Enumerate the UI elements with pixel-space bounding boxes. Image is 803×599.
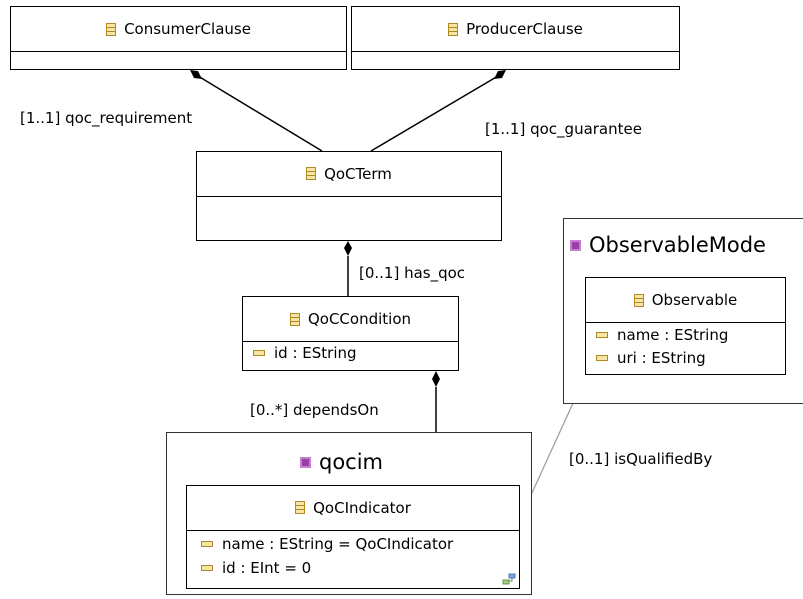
class-divider bbox=[243, 341, 458, 342]
class-header: QoCCondition bbox=[243, 297, 458, 341]
attribute-text: name : EString bbox=[617, 326, 729, 344]
eclass-icon bbox=[633, 293, 644, 307]
consumer-clause-class[interactable]: ConsumerClause bbox=[10, 6, 347, 70]
attribute-text: id : EInt = 0 bbox=[222, 559, 312, 577]
class-name: QoCTerm bbox=[324, 164, 392, 183]
epackage-icon bbox=[300, 456, 311, 468]
class-divider bbox=[187, 530, 519, 531]
attribute-row: uri : EString bbox=[596, 349, 706, 367]
package-header: qocim bbox=[300, 450, 383, 474]
package-name: ObservableMode bbox=[589, 233, 766, 257]
class-header: QoCTerm bbox=[197, 152, 501, 195]
class-name: Observable bbox=[651, 291, 738, 309]
attribute-icon bbox=[596, 355, 608, 361]
class-header: ConsumerClause bbox=[11, 7, 346, 51]
class-header: ProducerClause bbox=[352, 7, 679, 51]
class-divider bbox=[197, 196, 501, 197]
attribute-icon bbox=[201, 541, 213, 547]
attribute-row: id : EString bbox=[253, 344, 357, 362]
has-qoc-label: [0..1] has_qoc bbox=[359, 264, 466, 282]
composition-diamond bbox=[494, 70, 506, 79]
qocim-package[interactable]: qocim QoCIndicator name : EString = QoCI… bbox=[166, 432, 532, 595]
attribute-text: name : EString = QoCIndicator bbox=[222, 535, 454, 553]
eclass-icon bbox=[106, 22, 117, 36]
observable-class[interactable]: Observable name : EString uri : EString bbox=[585, 277, 786, 375]
eclass-icon bbox=[306, 167, 317, 180]
epackage-icon bbox=[570, 239, 581, 251]
eclass-icon bbox=[289, 312, 300, 326]
class-name: QoCIndicator bbox=[313, 498, 411, 517]
class-divider bbox=[586, 322, 785, 323]
eclass-icon bbox=[295, 501, 306, 514]
qoc-guarantee-label: [1..1] qoc_guarantee bbox=[485, 120, 642, 138]
depends-on-label: [0..*] dependsOn bbox=[250, 401, 379, 419]
attribute-icon bbox=[201, 565, 213, 571]
qoc-indicator-class[interactable]: QoCIndicator name : EString = QoCIndicat… bbox=[186, 485, 520, 589]
linked-element-icon bbox=[502, 573, 516, 585]
qoc-term-class[interactable]: QoCTerm bbox=[196, 151, 502, 241]
observable-model-package[interactable]: ObservableMode Observable name : EString… bbox=[563, 218, 803, 404]
class-divider bbox=[11, 51, 346, 52]
attribute-icon bbox=[596, 332, 608, 338]
attribute-text: uri : EString bbox=[617, 349, 706, 367]
class-name: ConsumerClause bbox=[124, 20, 251, 38]
eclass-icon bbox=[448, 22, 459, 36]
composition-diamond bbox=[190, 70, 202, 79]
class-name: ProducerClause bbox=[466, 20, 583, 38]
package-header: ObservableMode bbox=[570, 233, 766, 257]
attribute-text: id : EString bbox=[274, 344, 357, 362]
class-name: QoCCondition bbox=[307, 310, 412, 328]
composition-diamond bbox=[432, 371, 440, 387]
attribute-row: name : EString = QoCIndicator bbox=[201, 535, 453, 553]
class-divider bbox=[352, 51, 679, 52]
attribute-row: id : EInt = 0 bbox=[201, 559, 311, 577]
qoc-condition-class[interactable]: QoCCondition id : EString bbox=[242, 296, 459, 371]
package-name: qocim bbox=[319, 450, 384, 474]
qoc-guarantee-edge bbox=[370, 75, 499, 152]
attribute-row: name : EString bbox=[596, 326, 728, 344]
qoc-requirement-edge bbox=[197, 75, 323, 152]
composition-diamond bbox=[344, 241, 352, 256]
class-header: Observable bbox=[586, 278, 785, 322]
producer-clause-class[interactable]: ProducerClause bbox=[351, 6, 680, 70]
qoc-requirement-label: [1..1] qoc_requirement bbox=[20, 109, 193, 127]
attribute-icon bbox=[253, 350, 265, 356]
is-qualified-by-label: [0..1] isQualifiedBy bbox=[569, 450, 713, 468]
class-header: QoCIndicator bbox=[187, 486, 519, 529]
